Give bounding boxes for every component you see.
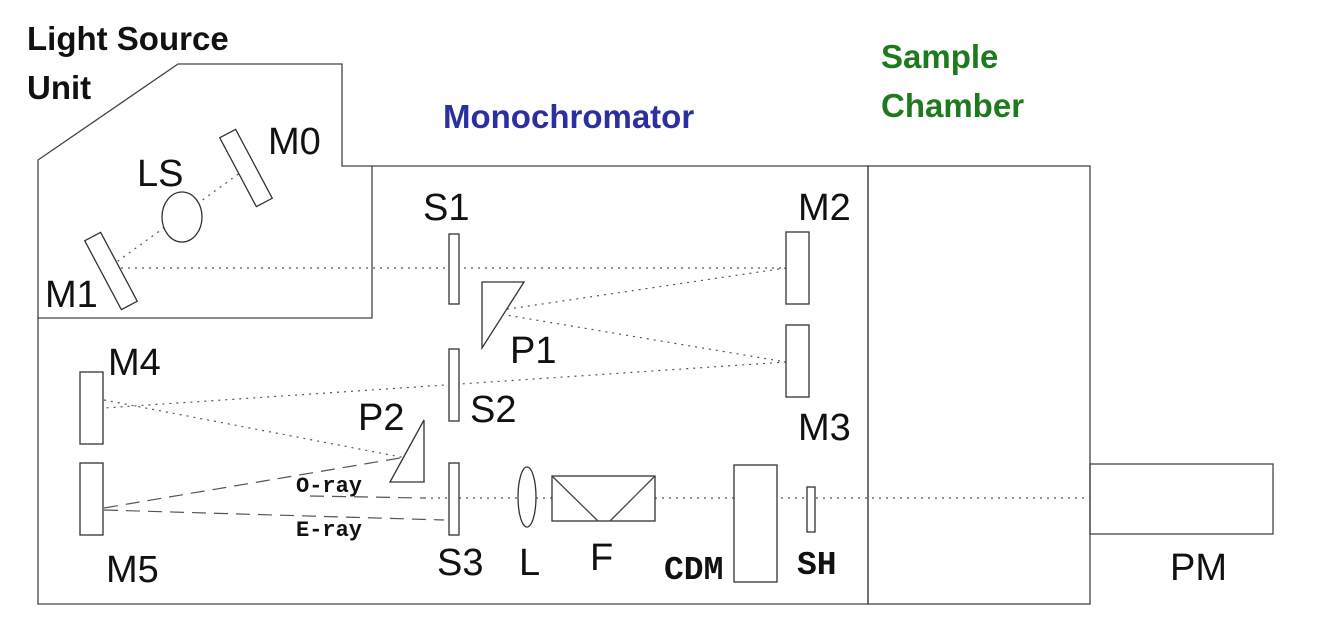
label-p1: P1 (510, 330, 556, 372)
prism-p2 (388, 419, 425, 483)
label-e-ray: E-ray (296, 518, 362, 543)
label-l: L (519, 542, 540, 584)
label-m4: M4 (108, 342, 161, 384)
prism-p1 (481, 281, 526, 351)
filter-diagonal-left (551, 475, 599, 522)
label-s2: S2 (470, 389, 516, 431)
label-ls: LS (137, 153, 183, 195)
o-ray-path (103, 457, 401, 509)
sample-chamber-housing (867, 165, 1091, 605)
slit-s1 (448, 233, 460, 305)
beam-m3-m4 (103, 361, 787, 409)
mirror-m4 (79, 371, 104, 445)
light-source-lamp (161, 191, 203, 243)
mirror-m3 (785, 324, 810, 398)
light-source-unit-title-line1: Light Source (27, 20, 229, 57)
slit-s2 (448, 348, 460, 422)
label-s3: S3 (437, 542, 483, 584)
mirror-m5 (79, 462, 104, 536)
label-p2: P2 (358, 397, 404, 439)
label-m3: M3 (798, 407, 851, 449)
mirror-m2 (785, 231, 810, 305)
cdm-module (733, 464, 778, 583)
label-cdm: CDM (664, 552, 723, 589)
filter-f (551, 475, 656, 522)
sample-chamber-title-line1: Sample (881, 38, 998, 75)
mirror-m1 (83, 231, 139, 311)
light-source-unit-title-line2: Unit (27, 69, 91, 106)
filter-diagonal-right (609, 475, 656, 522)
label-sh: SH (797, 547, 837, 584)
label-m5: M5 (106, 549, 159, 591)
photomultiplier-housing (1089, 463, 1274, 535)
label-o-ray: O-ray (296, 474, 362, 499)
light-source-unit-housing (37, 63, 373, 319)
label-m2: M2 (798, 187, 851, 229)
label-f: F (590, 537, 613, 579)
label-pm: PM (1170, 547, 1227, 589)
monochromator-title: Monochromator (443, 98, 694, 135)
slit-s3 (448, 462, 460, 536)
mirror-m0 (218, 128, 274, 208)
shutter-sh (806, 486, 816, 533)
beam-m2-p1 (487, 267, 787, 313)
o-ray-continuation (309, 495, 425, 499)
lens-l (517, 466, 537, 528)
label-m0: M0 (268, 121, 321, 163)
beam-p1-m3 (487, 311, 787, 363)
label-s1: S1 (423, 187, 469, 229)
label-m1: M1 (45, 274, 98, 316)
sample-chamber-title-line2: Chamber (881, 87, 1024, 124)
e-ray-path (103, 509, 445, 521)
